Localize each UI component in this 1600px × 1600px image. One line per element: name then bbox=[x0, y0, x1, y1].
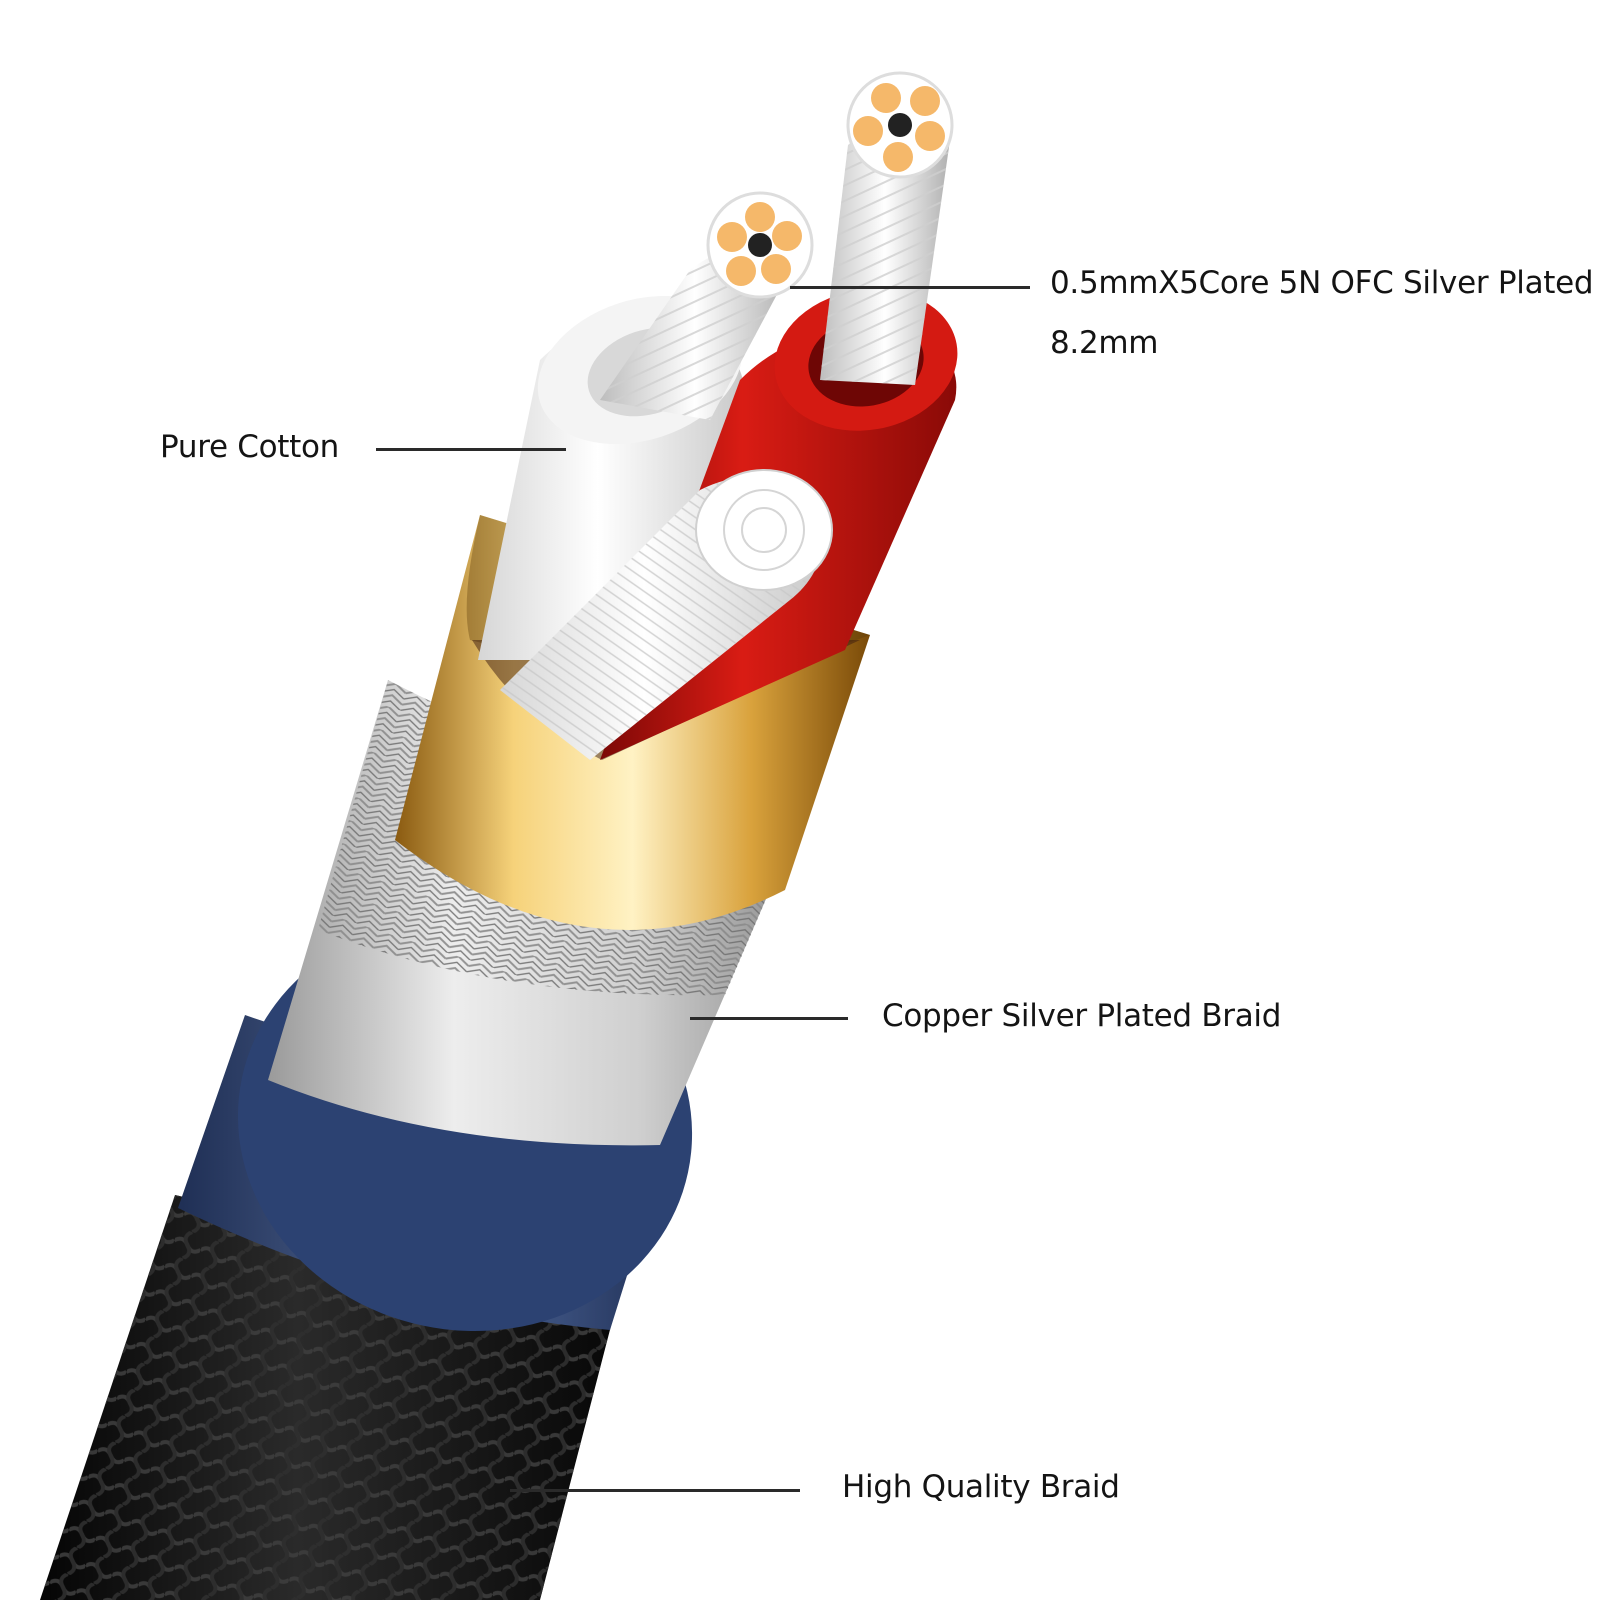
shield-label: Copper Silver Plated Braid bbox=[882, 998, 1282, 1034]
diameter-label: 8.2mm bbox=[1050, 325, 1159, 361]
left-five-core-end bbox=[706, 191, 814, 299]
right-stranded-conductor bbox=[820, 123, 950, 385]
right-five-core-end bbox=[846, 71, 954, 179]
jacket-label: High Quality Braid bbox=[842, 1469, 1120, 1505]
jacket-leader-line bbox=[510, 1489, 800, 1492]
conductor-leader-line bbox=[790, 286, 1030, 289]
insulation-label: Pure Cotton bbox=[160, 429, 340, 465]
conductor-label: 0.5mmX5Core 5N OFC Silver Plated bbox=[1050, 265, 1594, 301]
shield-leader-line bbox=[690, 1017, 848, 1020]
cotton-leader-line bbox=[376, 448, 566, 451]
cotton-filler bbox=[500, 469, 833, 760]
